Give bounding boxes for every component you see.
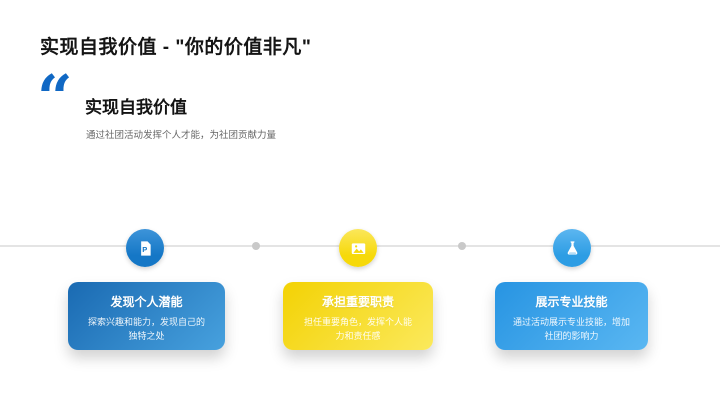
benefit-card-3: 展示专业技能 通过活动展示专业技能，增加社团的影响力 bbox=[495, 282, 648, 350]
quote-mark-icon: “ bbox=[37, 61, 73, 134]
card-description: 通过活动展示专业技能，增加社团的影响力 bbox=[513, 317, 631, 341]
quote-heading: 实现自我价值 bbox=[85, 98, 187, 117]
quote-subtitle: 通过社团活动发挥个人才能，为社团贡献力量 bbox=[86, 130, 277, 141]
flask-icon bbox=[563, 239, 582, 258]
card-description: 探索兴趣和能力，发现自己的独特之处 bbox=[87, 317, 205, 341]
image-icon bbox=[349, 239, 368, 258]
timeline-dot bbox=[252, 242, 260, 250]
card-title: 发现个人潜能 bbox=[110, 295, 183, 309]
benefit-card-1: 发现个人潜能 探索兴趣和能力，发现自己的独特之处 bbox=[68, 282, 225, 350]
card-title: 展示专业技能 bbox=[535, 295, 608, 309]
slide-title: 实现自我价值 - "你的价值非凡" bbox=[40, 37, 312, 58]
svg-text:P: P bbox=[142, 245, 147, 254]
card-description: 担任重要角色，发挥个人能力和责任感 bbox=[303, 317, 412, 341]
ppt-file-icon: P bbox=[136, 239, 155, 258]
benefit-card-2: 承担重要职责 担任重要角色，发挥个人能力和责任感 bbox=[283, 282, 433, 350]
card-title: 承担重要职责 bbox=[321, 295, 394, 309]
timeline-step-circle-1: P bbox=[126, 229, 164, 267]
timeline-dot bbox=[458, 242, 466, 250]
timeline-step-circle-2 bbox=[339, 229, 377, 267]
timeline-step-circle-3 bbox=[553, 229, 591, 267]
